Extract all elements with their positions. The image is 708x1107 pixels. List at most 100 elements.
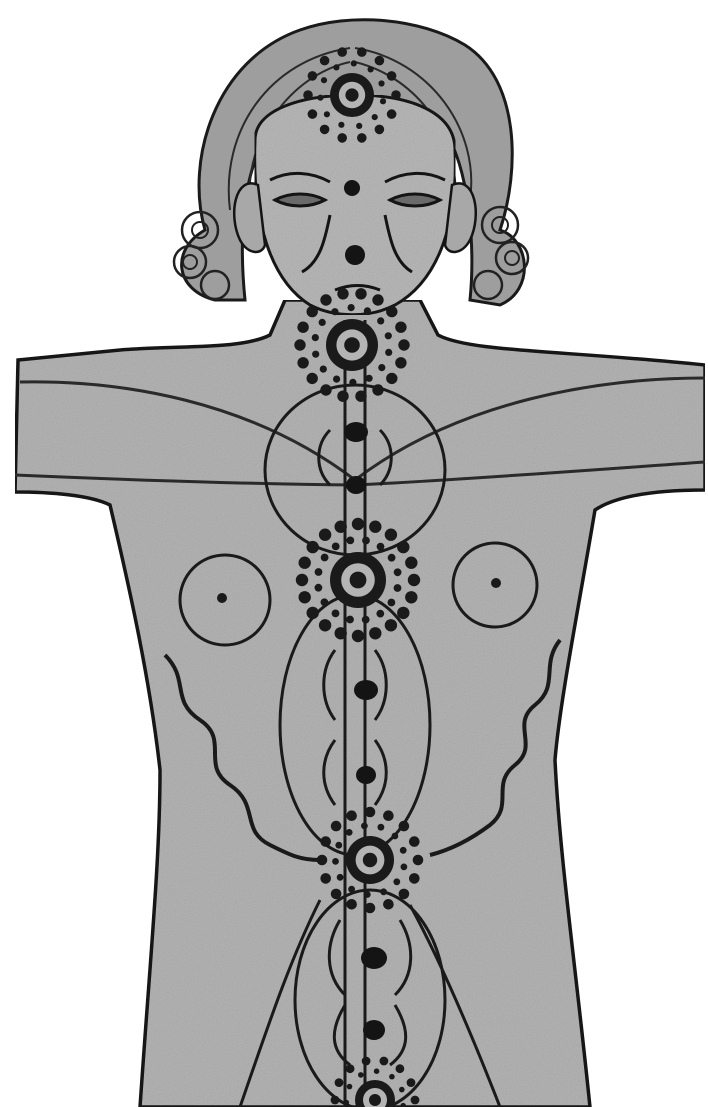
chakra-inner-dot [333,376,340,383]
chakra-inner-dot [320,366,327,373]
chakra-petal-dot [385,529,397,541]
chakra-petal-dot [387,109,397,119]
chakra-petal-dot [372,294,383,305]
chakra-petal-dot [383,810,394,821]
chakra-petal-dot [405,591,417,603]
chakra-inner-dot [364,307,371,314]
chakra-inner-dot [356,123,362,129]
chakra-inner-dot [372,114,378,120]
chakra-petal-dot [375,56,385,66]
chakra-petal-dot [307,607,319,619]
chakra-petal-dot [399,889,410,900]
chakra-petal-dot [372,384,383,395]
chakra-petal-dot [320,294,331,305]
chakra-inner-dot [376,610,384,618]
chakra-inner-dot [351,60,357,66]
chakra-petal-dot [346,810,357,821]
chakra-petal-dot [308,109,318,119]
chakra-petal-dot [307,541,319,553]
chakra-inner-dot [385,349,392,356]
chakra-petal-dot [405,557,417,569]
chakra-petal-dot [365,903,376,914]
chakra-petal-dot [399,821,410,832]
chakra-petal-dot [320,873,331,884]
chakra-petal-dot [396,1064,405,1073]
chakra-petal-dot [337,47,347,57]
chakra-petal-dot [299,557,311,569]
chakra-inner-dot [315,584,323,592]
chakra-petal-dot [352,630,364,642]
chakra-petal-dot [331,889,342,900]
chakra-inner-dot [368,66,374,72]
chakra-inner-dot [332,543,340,551]
chakra-inner-dot [394,584,402,592]
chakra-inner-dot [312,351,319,358]
chakra-petal-dot [303,90,313,100]
chakra-inner-dot [338,122,344,128]
chakra-center-dot [363,853,377,867]
chakra-petal-dot [296,574,308,586]
chakra-petal-dot [391,90,401,100]
chakra-center-dot [345,88,358,101]
chakra-inner-dot [315,568,323,576]
chakra-petal-dot [387,71,397,81]
chakra-petal-dot [297,357,308,368]
chakra-center-dot [350,572,367,589]
chakra-petal-dot [386,373,397,384]
chakra-petal-dot [385,619,397,631]
chakra-inner-dot [321,554,329,562]
chakra-inner-dot [332,858,339,865]
chakra-inner-dot [319,319,326,326]
nose-tip [345,245,365,265]
chakra-petal-dot [357,47,367,57]
chakra-petal-dot [375,125,385,135]
chakra-petal-dot [320,56,330,66]
chakra-petal-dot [352,518,364,530]
chakra-petal-dot [317,855,328,866]
chakra-inner-dot [388,599,396,607]
chakra-inner-dot [364,891,371,898]
chakra-petal-dot [409,873,420,884]
chakra-inner-dot [393,878,400,885]
chakra-petal-dot [395,322,406,333]
chakra-inner-dot [335,842,342,849]
chakra-inner-dot [362,616,370,624]
chakra-petal-dot [297,322,308,333]
chakra-center-dot [344,337,360,353]
chakra-inner-dot [349,379,356,386]
chakra-inner-dot [346,616,354,624]
chakra-inner-dot [380,888,387,895]
chakra-petal-dot [319,619,331,631]
chakra-inner-dot [401,864,408,871]
chakra-petal-dot [320,384,331,395]
chakra-petal-dot [294,339,305,350]
chakra-petal-dot [355,288,366,299]
chakra-petal-dot [331,1096,340,1105]
chakra-petal-dot [357,133,367,143]
chakra-petal-dot [307,306,318,317]
chakra-inner-dot [312,334,319,341]
chakra-inner-dot [324,111,330,117]
chakra-inner-dot [378,80,384,86]
chakra-inner-dot [400,847,407,854]
chakra-inner-dot [344,1100,350,1106]
chakra-petal-dot [337,133,347,143]
chakra-petal-dot [335,521,347,533]
chakra-petal-dot [408,574,420,586]
chakra-petal-dot [320,836,331,847]
chakra-petal-dot [299,591,311,603]
chakra-petal-dot [397,607,409,619]
chakra-inner-dot [378,824,385,831]
chakra-petal-dot [380,1057,389,1066]
chakra-inner-dot [380,98,386,104]
chakra-petal-dot [320,125,330,135]
chakra-inner-dot [317,95,323,101]
chakra-inner-dot [348,304,355,311]
chakra-petal-dot [413,855,424,866]
chakra-petal-dot [307,373,318,384]
chakra-inner-dot [337,874,344,881]
chakra-petal-dot [331,821,342,832]
chakra-inner-dot [362,537,370,545]
chakra-inner-dot [378,364,385,371]
